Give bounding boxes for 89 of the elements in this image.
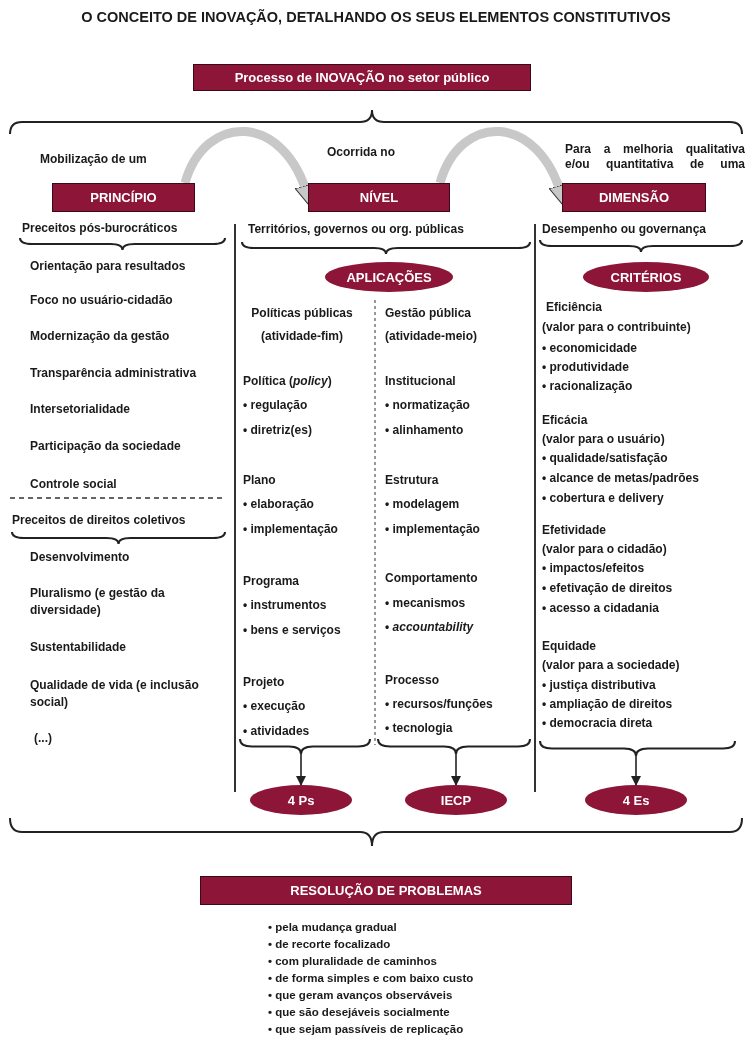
bullet-item: • alinhamento [385,423,464,438]
bullet-item: • cobertura e delivery [542,491,664,506]
bullet-item: • normatização [385,398,470,413]
label-box: PRINCÍPIO [52,183,195,212]
label-oval: CRITÉRIOS [583,262,709,292]
list-item: Orientação para resultados [30,259,186,274]
bullet-item: • democracia direta [542,716,653,731]
note-text: (valor para a sociedade) [542,658,680,673]
bullet-item: • elaboração [243,497,314,512]
group-heading: Projeto [243,675,285,690]
note-text: (valor para o usuário) [542,432,665,447]
list-item: Intersetorialidade [30,402,131,417]
label-oval: APLICAÇÕES [325,262,453,292]
bullet-item: • de recorte focalizado [268,937,391,952]
bullet-item: • diretriz(es) [243,423,312,438]
arrow [296,753,306,786]
list-item: Desenvolvimento [30,550,130,565]
list-item: Transparência administrativa [30,366,197,381]
group-heading: Comportamento [385,571,478,586]
bullet-item: • mecanismos [385,596,466,611]
group-heading: Eficiência [546,300,603,315]
group-heading: Programa [243,574,300,589]
bullet-item: • que sejam passíveis de replicação [268,1022,464,1037]
list-heading: Preceitos pós-burocráticos [22,221,178,236]
bullet-item: • que geram avanços observáveis [268,988,453,1003]
diagram-title: O CONCEITO DE INOVAÇÃO, DETALHANDO OS SEUS ELEMENTOS CONSTITUTIVOS [80,10,672,25]
note-text: (valor para o cidadão) [542,542,667,557]
bullet-item: • alcance de metas/padrões [542,471,699,486]
group-heading: Gestão pública (atividade-meio) [385,305,478,345]
bullet-item: • implementação [243,522,338,537]
list-item: Qualidade de vida (e inclusão social) [30,677,200,711]
group-heading: Institucional [385,374,456,389]
curly-brace [539,740,736,757]
group-heading: Eficácia [542,413,588,428]
bullet-item: • execução [243,699,306,714]
list-heading: Territórios, governos ou org. públicas [248,222,464,237]
bullet-item: • de forma simples e com baixo custo [268,971,474,986]
bullet-item: • efetivação de direitos [542,581,673,596]
group-heading: Políticas públicas (atividade-fim) [250,305,354,345]
group-heading: Estrutura [385,473,439,488]
label-box: NÍVEL [308,183,450,212]
list-item: Controle social [30,477,117,492]
label-oval: 4 Es [585,785,687,815]
bullet-item: • impactos/efeitos [542,561,645,576]
bullet-item: • que são desejáveis socialmente [268,1005,450,1020]
group-heading: Processo [385,673,440,688]
bullet-item: • instrumentos [243,598,327,613]
bullet-item: • com pluralidade de caminhos [268,954,437,969]
group-heading: Política (policy) [243,374,332,389]
bullet-item: • recursos/funções [385,697,493,712]
bullet-item: • regulação [243,398,308,413]
curly-brace [239,738,371,755]
arrow [451,753,461,786]
bullet-item: • pela mudança gradual [268,920,397,935]
label-box: RESOLUÇÃO DE PROBLEMAS [200,876,572,905]
curly-brace [377,738,531,755]
label-oval: 4 Ps [250,785,352,815]
bullet-item: • atividades [243,724,310,739]
arrow [631,755,641,786]
list-item: Sustentabilidade [30,640,127,655]
list-item: Modernização da gestão [30,329,170,344]
list-item: Foco no usuário-cidadão [30,293,173,308]
bullet-item: • racionalização [542,379,633,394]
bullet-item: • accountability [385,620,474,635]
list-item: (...) [34,731,52,746]
bullet-item: • modelagem [385,497,460,512]
group-heading: Efetividade [542,523,607,538]
group-heading: Equidade [542,639,596,654]
label-box: DIMENSÃO [562,183,706,212]
label-box: Processo de INOVAÇÃO no setor público [193,64,531,91]
list-heading: Preceitos de direitos coletivos [12,513,186,528]
lead-in-text: Mobilização de um [40,152,148,167]
list-item: Pluralismo (e gestão da diversidade) [30,585,166,619]
bullet-item: • acesso a cidadania [542,601,659,616]
lead-in-text: Para a melhoria qualitativa e/ou quantitativa de uma [565,142,745,172]
bullet-item: • ampliação de direitos [542,697,673,712]
list-heading: Desempenho ou governança [542,222,707,237]
lead-in-text: Ocorrida no [327,145,396,160]
bullet-item: • qualidade/satisfação [542,451,668,466]
bullet-item: • bens e serviços [243,623,341,638]
note-text: (valor para o contribuinte) [542,320,691,335]
bullet-item: • justiça distributiva [542,678,656,693]
list-item: Participação da sociedade [30,439,181,454]
label-oval: IECP [405,785,507,815]
bullet-item: • economicidade [542,341,637,356]
group-heading: Plano [243,473,276,488]
bullet-item: • implementação [385,522,480,537]
bullet-item: • tecnologia [385,721,453,736]
bullet-item: • produtividade [542,360,629,375]
